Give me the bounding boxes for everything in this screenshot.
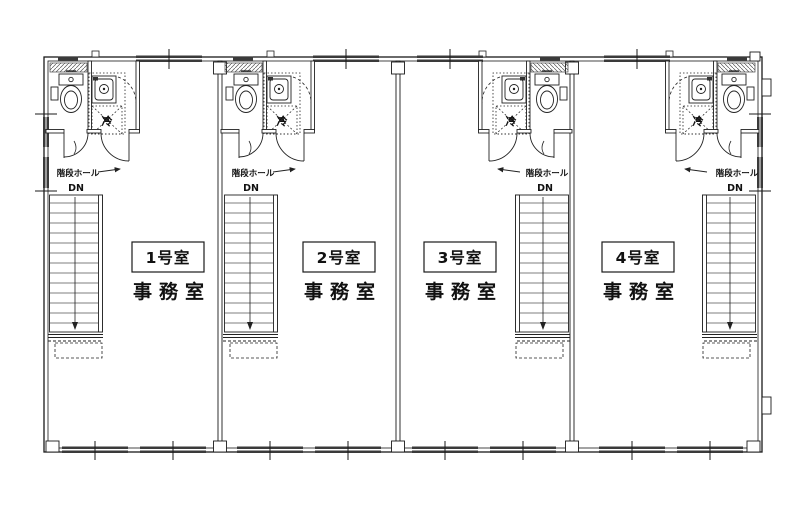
room-type-label: 事務室 <box>133 280 211 303</box>
exterior-windows <box>35 49 772 460</box>
exterior-box <box>761 78 772 97</box>
unit-divider-wall <box>569 60 575 449</box>
room-number-box <box>601 241 675 273</box>
room-number-label: 3号室 <box>438 248 483 267</box>
down-label: DN <box>537 183 553 194</box>
dividing-walls <box>45 51 761 453</box>
room-number-label: 1号室 <box>146 248 191 267</box>
down-label: DN <box>243 183 259 194</box>
column <box>746 440 761 453</box>
room-number-boxes <box>131 241 675 273</box>
stair-hall-label: 階段ホール <box>526 168 569 179</box>
column <box>391 61 405 75</box>
room-number-box <box>423 241 497 273</box>
unit-3-graphics <box>479 61 573 358</box>
stair-hall-label: 階段ホール <box>57 168 100 179</box>
unit-4-graphics <box>666 61 760 358</box>
room-number-label: 2号室 <box>317 248 362 267</box>
refrigerator-label: 冷 <box>102 114 113 128</box>
room-number-label: 4号室 <box>616 248 661 267</box>
room-type-label: 事務室 <box>603 280 681 303</box>
room-number-box <box>131 241 205 273</box>
column <box>391 440 405 453</box>
stair-hall-label: 階段ホール <box>716 168 759 179</box>
column <box>213 440 227 453</box>
unit-divider-wall <box>217 60 223 449</box>
refrigerator-label: 冷 <box>693 114 704 128</box>
room-type-label: 事務室 <box>304 280 382 303</box>
down-label: DN <box>727 183 743 194</box>
unit-2-graphics <box>221 61 315 358</box>
stair-hall-label: 階段ホール <box>232 168 275 179</box>
bottom-window-ticks <box>94 441 711 460</box>
room-type-label: 事務室 <box>425 280 503 303</box>
column <box>565 440 579 453</box>
labels: 階段ホール 階段ホール 階段ホール 階段ホール DN DN DN DN 冷 冷 … <box>57 114 759 303</box>
top-window-ticks <box>168 49 638 69</box>
room-number-box <box>302 241 376 273</box>
column <box>45 440 60 453</box>
unit-1-graphics <box>46 61 140 358</box>
unit-divider-wall <box>395 60 401 449</box>
exterior-box <box>761 396 772 415</box>
left-windows <box>35 113 57 192</box>
column <box>213 61 227 75</box>
refrigerator-label: 冷 <box>277 114 288 128</box>
down-label: DN <box>68 183 84 194</box>
refrigerator-label: 冷 <box>506 114 517 128</box>
column <box>749 51 761 62</box>
